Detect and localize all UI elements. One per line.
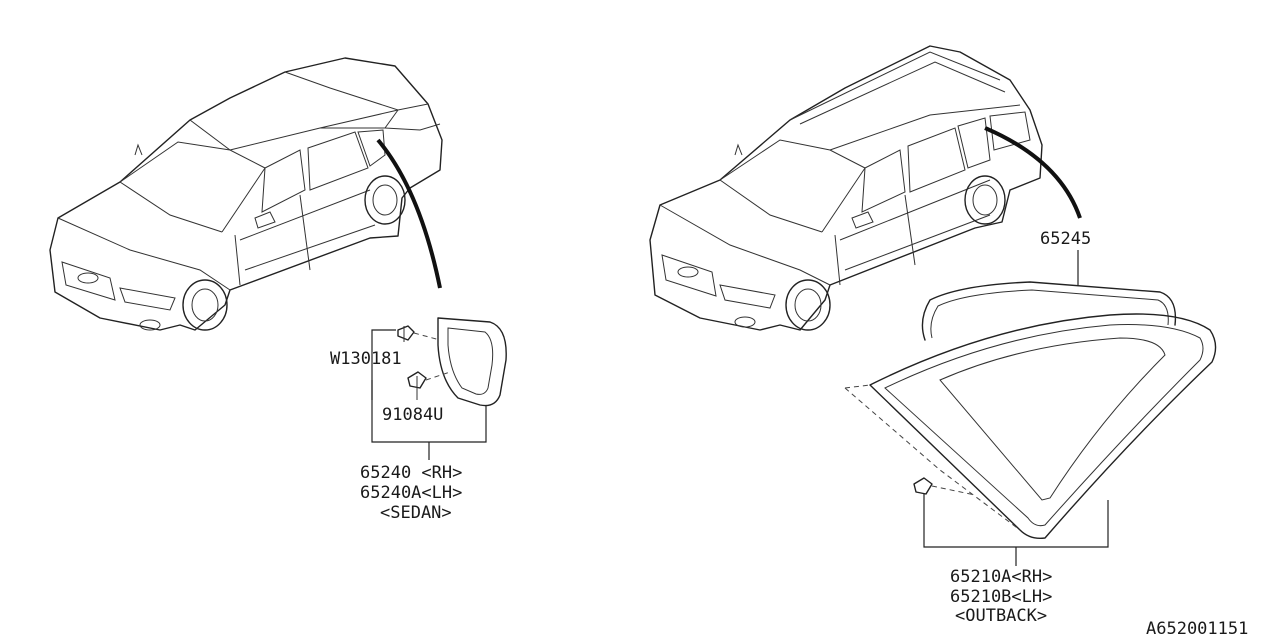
outback-part-bracket — [923, 494, 1109, 548]
label-outback-part-rh: 65210A<RH> — [950, 567, 1052, 587]
label-sedan-clip: W130181 — [330, 349, 402, 369]
outback-quarter-glass — [869, 313, 1217, 540]
outback-clip-icon — [913, 477, 933, 495]
clip-w130181-icon — [397, 325, 415, 342]
outback-pointer-arrow — [984, 126, 1082, 219]
sedan-part-bracket — [371, 329, 487, 443]
label-outback-part-lh: 65210B<LH> — [950, 587, 1052, 607]
label-outback-molding: 65245 — [1040, 229, 1091, 249]
sedan-pointer-arrow — [376, 138, 442, 289]
sedan-quarter-glass — [437, 317, 507, 407]
label-sedan-variant: <SEDAN> — [380, 503, 452, 523]
label-outback-variant: <OUTBACK> — [955, 606, 1047, 626]
label-sedan-fastener: 91084U — [382, 405, 443, 425]
label-sedan-part-rh: 65240 <RH> — [360, 463, 462, 483]
outback-molding-65245 — [921, 281, 1177, 341]
outback-car-illustration — [649, 45, 1043, 331]
diagram-code: A652001151 — [1146, 619, 1248, 639]
label-sedan-part-lh: 65240A<LH> — [360, 483, 462, 503]
fastener-91084u-icon — [407, 371, 427, 400]
sedan-car-illustration — [49, 57, 443, 331]
